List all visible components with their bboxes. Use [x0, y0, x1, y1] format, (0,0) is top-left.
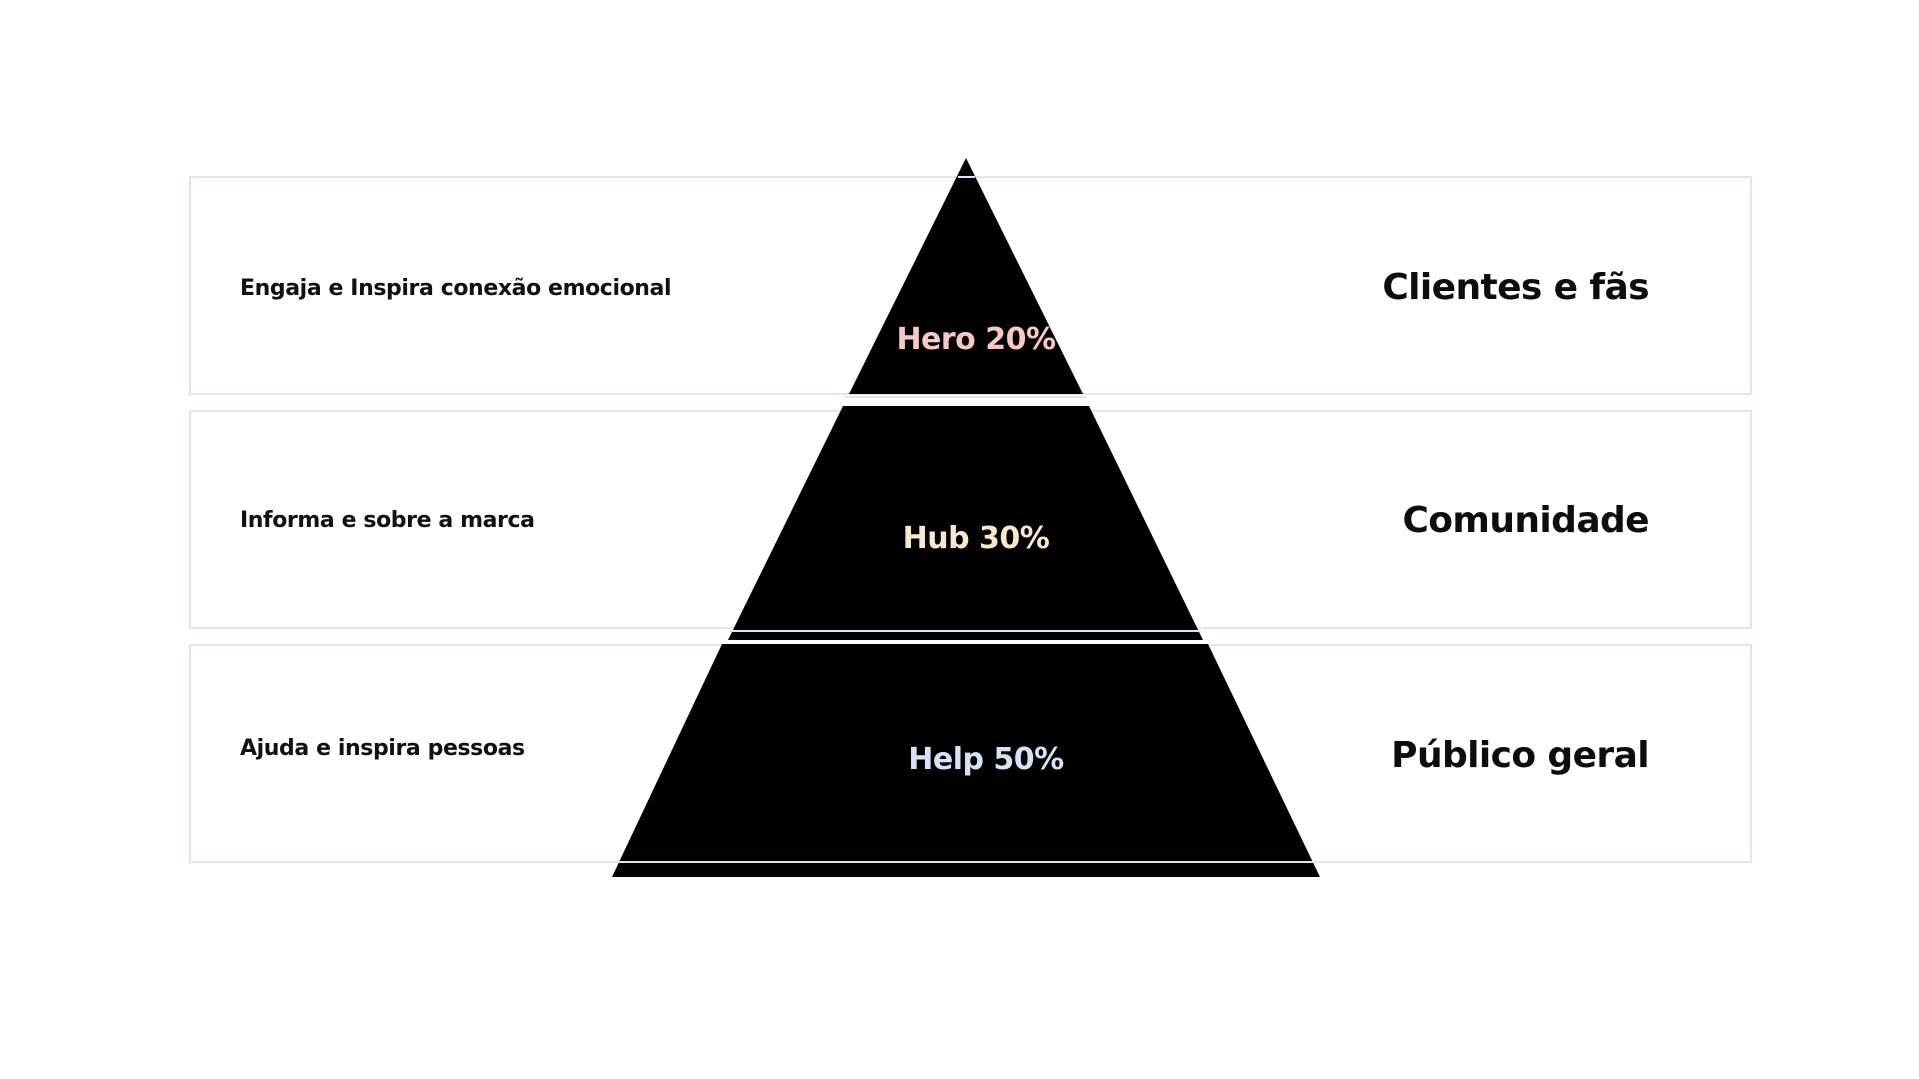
layer-label-hero: Hero 20%: [896, 322, 1056, 357]
description-hero: Engaja e Inspira conexão emocional: [240, 276, 672, 301]
pyramid-layer-help: [612, 644, 1320, 877]
layer-label-hub: Hub 30%: [903, 521, 1050, 556]
pyramid-layer-hub: [728, 406, 1203, 640]
audience-hub: Comunidade: [1402, 500, 1649, 541]
audience-hero: Clientes e fãs: [1382, 267, 1649, 308]
description-help: Ajuda e inspira pessoas: [240, 736, 525, 761]
description-hub: Informa e sobre a marca: [240, 508, 535, 533]
pyramid-layer-hero: [849, 158, 1083, 394]
audience-help: Público geral: [1391, 735, 1649, 776]
layer-label-help: Help 50%: [908, 742, 1064, 777]
